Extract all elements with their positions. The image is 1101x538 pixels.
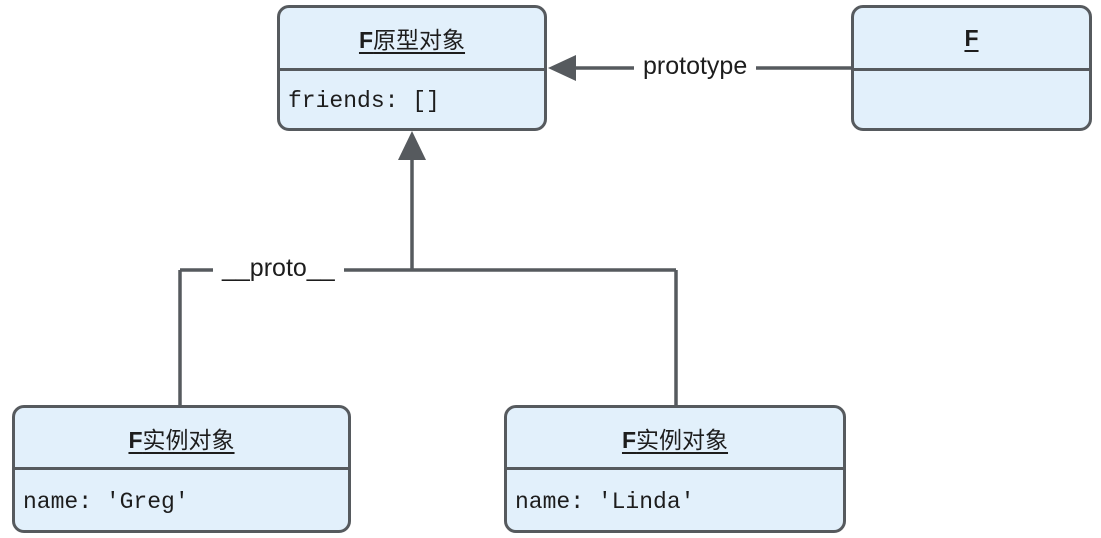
node-instance-greg-body: name: 'Greg' <box>23 488 189 515</box>
node-constructor-f-title: F <box>854 8 1089 68</box>
node-instance-greg-title-rest: 实例对象 <box>142 426 235 453</box>
edge-proto-arrowhead <box>398 131 426 160</box>
node-instance-greg-divider <box>15 467 348 470</box>
node-prototype-object[interactable]: F原型对象 friends: [] <box>277 5 547 131</box>
edge-prototype-label: prototype <box>634 54 757 79</box>
node-instance-linda-title: F实例对象 <box>507 408 843 467</box>
edge-proto-label: __proto__ <box>213 256 344 281</box>
node-instance-linda-title-bold: F <box>621 426 637 453</box>
node-instance-greg-title: F实例对象 <box>15 408 348 467</box>
node-instance-greg-title-bold: F <box>128 426 143 453</box>
node-prototype-object-title: F原型对象 <box>280 8 544 68</box>
node-instance-linda-title-rest: 实例对象 <box>636 426 729 453</box>
node-prototype-object-title-rest: 原型对象 <box>373 27 466 53</box>
node-instance-linda-divider <box>507 467 843 470</box>
node-prototype-object-title-bold: F <box>358 27 374 53</box>
node-instance-linda-body: name: 'Linda' <box>515 488 695 515</box>
node-constructor-f-body <box>854 71 1089 128</box>
node-prototype-object-divider <box>280 68 544 71</box>
node-constructor-f-divider <box>854 68 1089 71</box>
node-prototype-object-body: friends: [] <box>288 88 440 114</box>
node-instance-linda[interactable]: F实例对象 name: 'Linda' <box>504 405 846 533</box>
edge-prototype-arrowhead <box>548 55 576 81</box>
node-constructor-f-title-bold: F <box>964 24 979 51</box>
node-constructor-f[interactable]: F <box>851 5 1092 131</box>
node-instance-greg[interactable]: F实例对象 name: 'Greg' <box>12 405 351 533</box>
